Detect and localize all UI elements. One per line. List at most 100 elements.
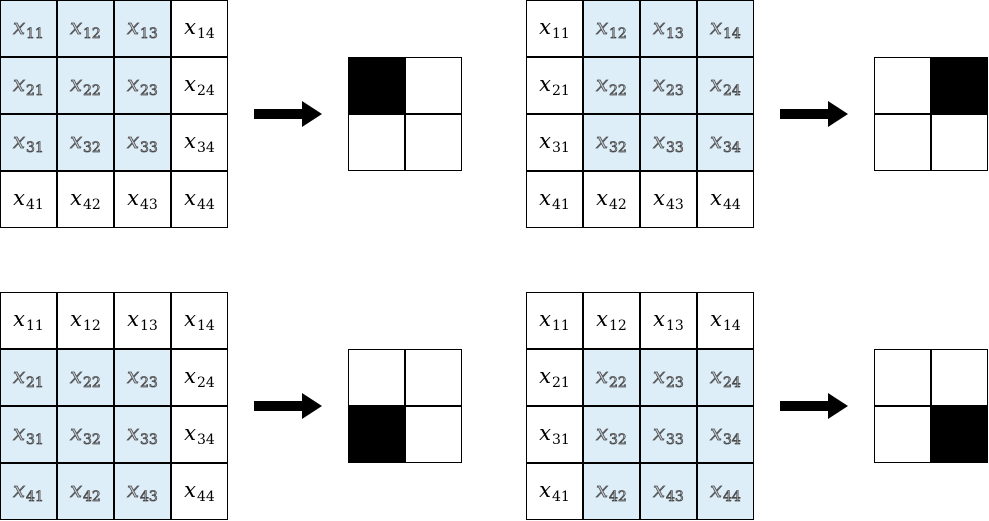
- cell-label: x43: [127, 186, 158, 213]
- matrix-cell: x31: [526, 114, 583, 171]
- cell-index: 43: [140, 489, 159, 506]
- cell-label: x11: [539, 307, 570, 334]
- cell-variable: x: [539, 364, 551, 388]
- cell-label: x43: [653, 478, 684, 506]
- output-cell: [405, 57, 462, 114]
- output-cell-active: [348, 57, 405, 114]
- output-cell: [405, 114, 462, 171]
- cell-variable: x: [184, 72, 196, 96]
- cell-index: 13: [140, 26, 159, 43]
- cell-index: 24: [723, 83, 742, 100]
- matrix-cell: x14: [697, 292, 754, 349]
- cell-index: 14: [197, 318, 215, 334]
- cell-variable: x: [70, 186, 82, 210]
- cell-variable: x: [710, 364, 723, 389]
- cell-index: 13: [666, 318, 684, 334]
- cell-label: x14: [184, 15, 215, 42]
- cell-label: x12: [70, 307, 101, 334]
- matrix-cell-in-window: x33: [640, 114, 697, 171]
- arrow-right-icon: [780, 101, 848, 127]
- cell-index: 42: [609, 489, 628, 506]
- cell-index: 21: [26, 83, 45, 100]
- output-grid: [348, 349, 462, 463]
- cell-variable: x: [653, 15, 666, 40]
- cell-variable: x: [70, 129, 83, 154]
- matrix-cell-in-window: x42: [57, 463, 114, 520]
- matrix-cell-in-window: x34: [697, 406, 754, 463]
- matrix-cell: x41: [526, 463, 583, 520]
- output-cell: [874, 57, 931, 114]
- matrix-cell: x11: [526, 0, 583, 57]
- cell-variable: x: [653, 186, 665, 210]
- cell-index: 13: [140, 318, 158, 334]
- cell-label: x33: [127, 421, 158, 449]
- cell-variable: x: [653, 129, 666, 154]
- cell-variable: x: [596, 478, 609, 503]
- matrix-cell: x43: [640, 171, 697, 228]
- matrix-cell-in-window: x14: [697, 0, 754, 57]
- matrix-cell-in-window: x23: [114, 57, 171, 114]
- cell-variable: x: [70, 364, 83, 389]
- matrix-cell-in-window: x31: [0, 114, 57, 171]
- matrix-cell: x13: [114, 292, 171, 349]
- cell-variable: x: [653, 478, 666, 503]
- cell-index: 41: [552, 197, 570, 213]
- cell-variable: x: [539, 421, 551, 445]
- output-grid: [874, 349, 988, 463]
- matrix-cell: x21: [526, 57, 583, 114]
- output-cell: [931, 114, 988, 171]
- cell-label: x31: [13, 129, 44, 157]
- output-cell-active: [931, 57, 988, 114]
- cell-label: x33: [653, 421, 684, 449]
- matrix-cell-in-window: x34: [697, 114, 754, 171]
- cell-index: 42: [83, 489, 102, 506]
- cell-label: x44: [710, 478, 741, 506]
- cell-index: 34: [197, 140, 215, 156]
- arrow-shape: [780, 101, 848, 127]
- cell-index: 34: [723, 432, 742, 449]
- cell-label: x12: [596, 307, 627, 334]
- cell-label: x14: [184, 307, 215, 334]
- cell-index: 24: [723, 375, 742, 392]
- cell-variable: x: [710, 129, 723, 154]
- matrix-cell-in-window: x13: [640, 0, 697, 57]
- cell-variable: x: [596, 129, 609, 154]
- cell-variable: x: [596, 307, 608, 331]
- cell-variable: x: [13, 364, 26, 389]
- cell-index: 13: [666, 26, 685, 43]
- cell-index: 31: [26, 432, 45, 449]
- output-cell-active: [348, 406, 405, 463]
- cell-variable: x: [710, 186, 722, 210]
- cell-label: x41: [13, 186, 44, 213]
- cell-index: 21: [552, 375, 570, 391]
- matrix-cell-in-window: x21: [0, 349, 57, 406]
- matrix-cell-in-window: x12: [583, 0, 640, 57]
- matrix-cell: x12: [583, 292, 640, 349]
- cell-variable: x: [184, 421, 196, 445]
- cell-label: x33: [127, 129, 158, 157]
- matrix-cell: x44: [171, 171, 228, 228]
- cell-variable: x: [596, 364, 609, 389]
- cell-variable: x: [710, 421, 723, 446]
- matrix-cell-in-window: x23: [640, 349, 697, 406]
- cell-index: 23: [140, 375, 159, 392]
- matrix-cell-in-window: x23: [114, 349, 171, 406]
- cell-label: x11: [13, 15, 44, 43]
- cell-label: x13: [127, 15, 159, 43]
- matrix-cell-in-window: x33: [640, 406, 697, 463]
- cell-label: x24: [184, 72, 215, 99]
- cell-label: x31: [539, 129, 570, 156]
- cell-variable: x: [539, 186, 551, 210]
- cell-index: 12: [83, 26, 102, 43]
- cell-variable: x: [184, 186, 196, 210]
- output-grid: [874, 57, 988, 171]
- cell-variable: x: [13, 15, 26, 40]
- matrix-cell: x14: [171, 0, 228, 57]
- cell-label: x42: [596, 478, 628, 506]
- cell-variable: x: [184, 129, 196, 153]
